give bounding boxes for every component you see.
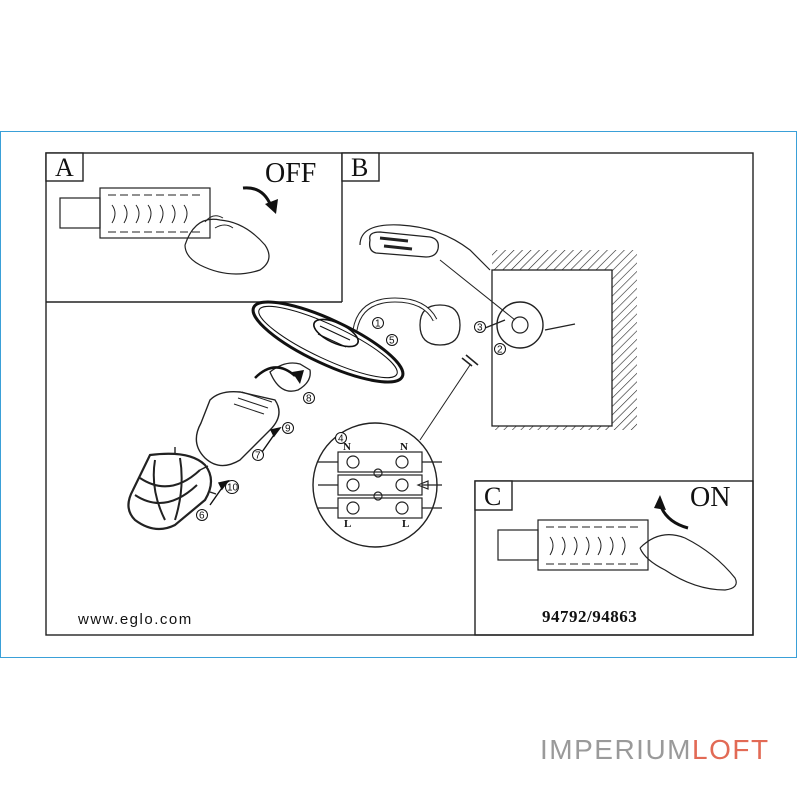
step-number: 9	[285, 424, 291, 435]
wall-section	[491, 250, 637, 430]
step-number: 1	[375, 319, 381, 330]
terminal-label-live: L	[402, 518, 409, 530]
step-number: 2	[497, 345, 503, 356]
step-number: 6	[199, 511, 205, 522]
terminal-label-neutral: N	[343, 441, 351, 453]
bulb-rotate-arrow-icon	[254, 366, 296, 379]
step-marker-4: 4	[335, 432, 347, 445]
step-marker-6: 6	[196, 509, 208, 522]
off-arrow-icon	[242, 186, 273, 207]
step-marker-2: 2	[494, 343, 506, 356]
step-number: 7	[255, 451, 261, 462]
model-numbers: 94792/94863	[542, 607, 638, 626]
terminal-label-live: L	[344, 518, 351, 530]
step-marker-5: 5	[386, 334, 398, 347]
watermark-part-2: LOFT	[692, 734, 770, 765]
step-number: 4	[338, 434, 344, 445]
step-marker-3: 3	[474, 321, 486, 334]
step-marker-1: 1	[372, 317, 384, 330]
step-number: 10	[227, 483, 239, 494]
watermark-part-1: IMPERIUM	[540, 734, 692, 765]
switch-off-label: OFF	[265, 158, 317, 189]
watermark-logo: IMPERIUMLOFT	[540, 736, 770, 764]
switch-on-label: ON	[690, 482, 731, 513]
step-marker-8: 8	[303, 392, 315, 405]
panel-a-label: A	[55, 153, 74, 182]
step-markers: 1 5 3 2 8 9 7 4 10 6	[196, 317, 506, 522]
panel-c-border	[474, 480, 754, 636]
lamp-shade	[251, 300, 405, 384]
terminal-label-neutral: N	[400, 441, 408, 453]
step-number: 8	[306, 394, 312, 405]
step-number: 3	[477, 323, 483, 334]
drawing-frame	[0, 131, 797, 658]
plug-detail	[359, 224, 516, 321]
website-text: www.eglo.com	[78, 611, 193, 628]
step-marker-9: 9	[282, 422, 294, 435]
panel-a-illustration	[59, 186, 278, 275]
step-marker-7: 7	[252, 449, 264, 462]
step-marker-10: 10	[225, 480, 239, 494]
protective-cage	[127, 447, 217, 531]
panel-c-illustration	[497, 495, 737, 591]
terminal-block-detail	[312, 364, 471, 548]
panel-b-label: B	[351, 153, 369, 182]
lamp-arm	[352, 297, 576, 367]
bulb-and-glass	[195, 362, 311, 467]
terminal-labels: N N L L	[343, 441, 409, 530]
sheet-border	[45, 152, 754, 636]
step-number: 5	[389, 336, 395, 347]
panel-c-label: C	[484, 482, 502, 511]
